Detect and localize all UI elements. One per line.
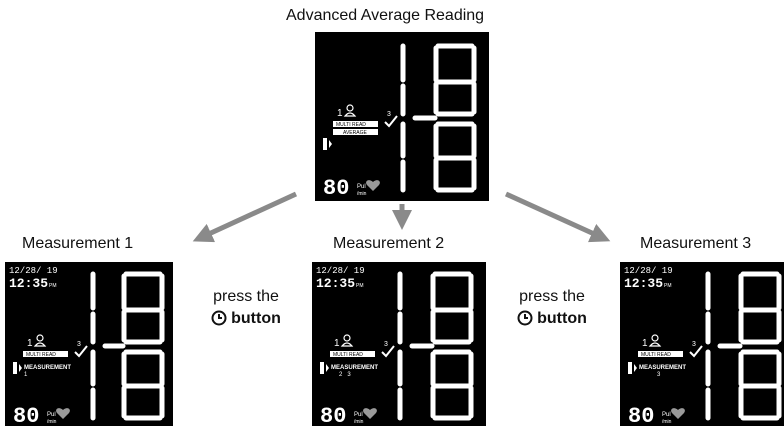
clock-icon [517,310,533,326]
ampm-display: PM [49,283,57,289]
svg-text:MULTI READ: MULTI READ [641,352,671,358]
multi-read-label: MULTI READ [336,122,366,128]
svg-text:3: 3 [692,341,696,348]
svg-text:12:35: 12:35 [624,276,663,291]
svg-text:MEASUREMENT: MEASUREMENT [639,365,686,371]
arrow-to-measurement-1 [192,191,298,243]
svg-text:/min: /min [662,419,672,425]
svg-text:80: 80 [13,404,39,426]
user-number: 1 [337,108,343,119]
measurement-2-label: Measurement 2 [333,235,445,252]
measurement-1-screen: 12/28/ 19 12:35 PM 1 MULTI READ 3 MEASUR… [5,262,173,426]
heart-icon [363,408,377,419]
svg-text:12:35: 12:35 [316,276,355,291]
time-display: 12:35 [9,276,48,291]
svg-text:12/28/ 19: 12/28/ 19 [624,266,673,276]
heart-icon [56,408,70,419]
svg-text:PM: PM [664,283,672,289]
svg-text:3: 3 [384,341,388,348]
svg-text:Pul: Pul [354,412,363,418]
svg-text:/min: /min [47,419,57,425]
svg-text:1: 1 [642,338,648,349]
measurement-3-screen: 12/28/ 19 12:35 PM 1 MULTI READ 3 MEASUR… [620,262,784,426]
svg-text:Pul: Pul [47,412,56,418]
svg-text:/min: /min [354,419,364,425]
user-icon [343,104,357,117]
measurement-2-screen: 12/28/ 19 12:35 PM 1 MULTI READ 3 MEASUR… [312,262,486,426]
pulse-value: 80 [323,176,349,201]
measurement-1-label: Measurement 1 [22,235,134,252]
svg-text:MEASUREMENT: MEASUREMENT [331,365,378,371]
reading-count: 3 [387,111,391,118]
arrow-to-measurement-3 [504,191,611,243]
instruction-2-text: press the [519,288,585,305]
svg-text:3: 3 [77,341,81,348]
measurement-number: 1 [24,372,28,378]
button-word: button [231,310,281,327]
heart-icon [671,408,685,419]
clock-icon [211,310,227,326]
instruction-2: press the button [502,288,602,328]
svg-text:12/28/ 19: 12/28/ 19 [316,266,365,276]
svg-text:Pul: Pul [662,412,671,418]
button-word: button [537,310,587,327]
instruction-1-text: press the [213,288,279,305]
heart-icon [366,180,380,191]
svg-text:80: 80 [628,404,654,426]
measurement-tag: MEASUREMENT [24,365,71,371]
measurement-3-label: Measurement 3 [640,235,752,252]
svg-text:MULTI READ: MULTI READ [26,352,56,358]
indicator-icon [323,138,332,150]
checkmark-icon [384,115,398,128]
diagram-title: Advanced Average Reading [286,7,485,24]
pulse-unit: Pul [357,184,366,190]
svg-text:MULTI READ: MULTI READ [333,352,363,358]
svg-text:3: 3 [657,372,661,378]
svg-text:1: 1 [27,338,33,349]
instruction-1: press the button [196,288,296,328]
average-label: AVERAGE [343,130,367,136]
svg-text:PM: PM [356,283,364,289]
svg-text:2 3: 2 3 [339,372,351,378]
average-reading-screen: 1 MULTI READ AVERAGE 3 80 Pul /min [315,32,489,201]
date-display: 12/28/ 19 [9,266,58,276]
svg-text:1: 1 [334,338,340,349]
svg-text:80: 80 [320,404,346,426]
pulse-per: /min [357,191,367,197]
